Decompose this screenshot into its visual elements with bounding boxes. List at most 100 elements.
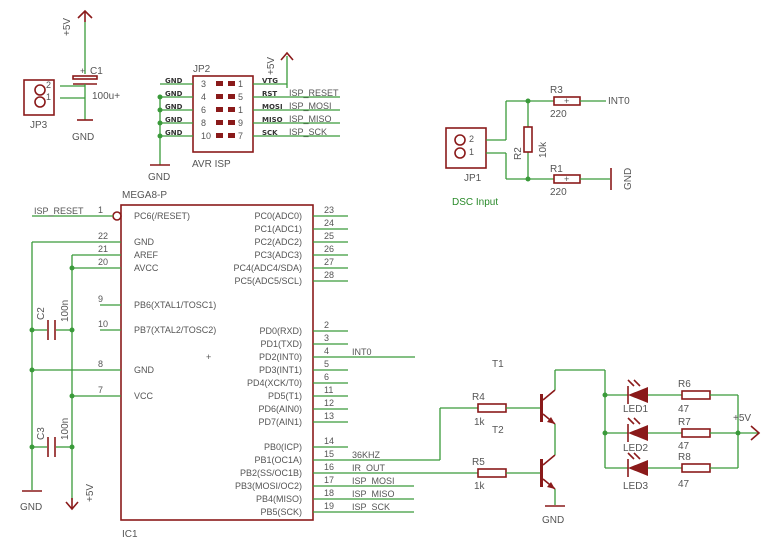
ic1-pin-name: PD6(AIN0) [258, 404, 302, 414]
ic1-right-pins: 23PC0(ADC0)24PC1(ADC1)25PC2(ADC2)26PC3(A… [233, 205, 394, 517]
ic1-pin-name: PD0(RXD) [259, 326, 302, 336]
jp2-left-pin: 3 [201, 79, 206, 89]
ic1-part: MEGA8-P [122, 190, 167, 201]
jp1-label: DSC Input [452, 197, 498, 208]
r2-ref: R2 [513, 147, 524, 160]
r6-ref: R6 [678, 379, 691, 390]
r2-value: 10k [538, 141, 549, 158]
ic1-pin-number: 26 [324, 244, 334, 254]
ic1-pin-number: 7 [98, 385, 103, 395]
jp2-left-label: GND [165, 90, 183, 98]
r8-value: 47 [678, 479, 690, 490]
ic1-pin-name: PC1(ADC1) [254, 224, 302, 234]
ic1-pin-name: PC3(ADC3) [254, 250, 302, 260]
jp2-net-label: ISP_SCK [289, 127, 327, 137]
ic1-pin-number: 11 [324, 385, 333, 395]
ic1-pin-name: PB7(XTAL2/TOSC2) [134, 325, 216, 335]
c1-ref: C1 [90, 66, 103, 77]
left-gnd-label: GND [20, 502, 42, 513]
jp2-left-pin: 8 [201, 118, 206, 128]
c1-polarity: + [80, 66, 85, 76]
ic1-pin-name: GND [134, 365, 155, 375]
jp2-right-label: RST [262, 90, 277, 98]
jp2-name: AVR ISP [192, 159, 231, 170]
c1-value: 100u+ [92, 91, 120, 102]
dsc-input-section: 2 1 JP1 DSC Input R2 10k + R3 220 INT0 +… [445, 85, 634, 208]
c1-gnd-label: GND [72, 132, 94, 143]
jp2-pad [216, 120, 223, 125]
jp2-pad [228, 107, 235, 112]
jp3-ref: JP3 [30, 120, 48, 131]
ic1-pin-name: VCC [134, 391, 154, 401]
r3-polarity: + [564, 96, 569, 106]
ic1-pin-name: PB1(OC1A) [254, 455, 302, 465]
jp2-left-pin: 4 [201, 92, 206, 102]
right-nets [348, 356, 478, 513]
ic1-net-label: ISP_MISO [352, 489, 395, 499]
jp2-pad [216, 94, 223, 99]
jp2-net-label: ISP_MOSI [289, 101, 332, 111]
jp2-left-pin: 6 [201, 105, 206, 115]
jp1-ref: JP1 [464, 173, 482, 184]
r8-ref: R8 [678, 452, 691, 463]
ic1-pin-number: 18 [324, 488, 334, 498]
ic1-pin-number: 13 [324, 411, 334, 421]
led-array: LED1 R6 47 LED2 R7 47 LED3 R8 47 + [602, 379, 761, 492]
t2-gnd-label: GND [542, 515, 564, 526]
ic1-pin-name: PC6(/RESET) [134, 211, 190, 221]
jp2-pad [228, 94, 235, 99]
ic1-left-pins: 1PC6(/RESET)22GND21AREF20AVCC9PB6(XTAL1/… [98, 205, 216, 401]
ic1-pin-name: PC0(ADC0) [254, 211, 302, 221]
ic1-pin-number: 16 [324, 462, 334, 472]
jp2-pad [228, 133, 235, 138]
r1-ref: R1 [550, 164, 563, 175]
ic1-pin-number: 9 [98, 294, 103, 304]
ic1-pin-name: PB0(ICP) [264, 442, 302, 452]
ic1-pin-name: PC5(ADC5/SCL) [234, 276, 302, 286]
jp3-pin1: 1 [46, 92, 51, 102]
jp2-right-pin: 5 [238, 92, 243, 102]
led-vcc-label: +5V [733, 413, 751, 424]
c1-vcc-label: +5V [62, 18, 73, 36]
r1-gnd-label: GND [623, 168, 634, 190]
ic1-net-label: IR_OUT [352, 463, 386, 473]
r3-ref: R3 [550, 85, 563, 96]
ic1-mega8: MEGA8-P IC1 + 1PC6(/RESET)22GND21AREF20A… [98, 190, 395, 540]
r5-value: 1k [474, 481, 486, 492]
ic1-ref: IC1 [122, 529, 138, 540]
jp2-right-label: MISO [262, 116, 283, 124]
ic1-pin-number: 6 [324, 372, 329, 382]
decoupling-section: C2 100n C3 100n GND +5V [20, 241, 100, 513]
r6-value: 47 [678, 404, 690, 415]
r3-value: 220 [550, 109, 567, 120]
c2-ref: C2 [36, 307, 47, 320]
ic1-origin-mark: + [206, 352, 211, 362]
led2-ref: LED2 [623, 443, 648, 454]
jp2-pad [216, 107, 223, 112]
ic1-pin-number: 25 [324, 231, 334, 241]
t1-ref: T1 [492, 359, 504, 370]
jp2-net-label: ISP_MISO [289, 114, 332, 124]
ic1-net-label: ISP_MOSI [352, 476, 395, 486]
r4-ref: R4 [472, 392, 485, 403]
